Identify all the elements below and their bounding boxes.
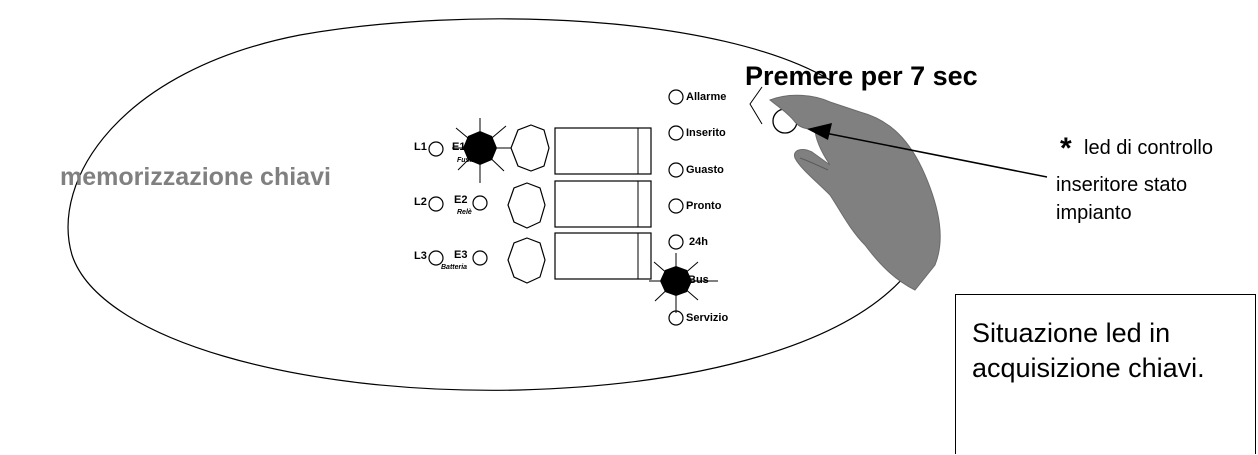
- callout-line: [819, 131, 1048, 178]
- instruction-title: Premere per 7 sec: [745, 61, 978, 91]
- status-text-box: Situazione led in acquisizione chiavi.: [955, 294, 1256, 454]
- led-24h: [668, 234, 684, 250]
- label-e3-sub: Batteria: [441, 264, 468, 271]
- led-l1: [428, 141, 444, 157]
- led-pronto: [668, 198, 684, 214]
- led-e2: [472, 195, 488, 211]
- led-l3: [428, 250, 444, 266]
- callout-line-1: led di controllo: [1084, 137, 1213, 159]
- led-bus-lit: [649, 253, 718, 313]
- panel-outline: [67, 18, 911, 391]
- label-bus: Bus: [688, 274, 709, 286]
- hand-finger-shadow: [799, 157, 829, 171]
- label-e1: E1: [452, 141, 466, 153]
- display-window-1: [554, 127, 652, 175]
- octagon-key-1: [510, 124, 550, 172]
- display-window-3: [554, 232, 652, 280]
- label-pronto: Pronto: [686, 200, 722, 212]
- led-guasto: [668, 162, 684, 178]
- label-24h: 24h: [689, 236, 708, 248]
- callout-arrowhead: [807, 123, 832, 140]
- label-l2: L2: [414, 196, 427, 208]
- label-e2-sub: Relè: [457, 209, 472, 216]
- label-e1-sub: Fusibili: [457, 157, 482, 164]
- label-guasto: Guasto: [686, 164, 724, 176]
- octagon-key-3: [507, 237, 546, 284]
- asterisk-mark: *: [1060, 132, 1072, 165]
- callout-line-3: impianto: [1056, 202, 1132, 224]
- label-e3: E3: [454, 249, 468, 261]
- label-l1: L1: [414, 141, 427, 153]
- label-inserito: Inserito: [686, 127, 726, 139]
- led-allarme: [668, 89, 684, 105]
- side-title: memorizzazione chiavi: [60, 163, 331, 191]
- led-inserito: [668, 125, 684, 141]
- callout-line-2: inseritore stato: [1056, 174, 1188, 196]
- label-servizio: Servizio: [686, 312, 729, 324]
- display-window-2: [554, 180, 652, 228]
- key-reader-outline: [749, 86, 763, 125]
- led-e1-lit: [452, 118, 512, 183]
- led-servizio: [668, 310, 684, 326]
- led-l2: [428, 196, 444, 212]
- octagon-key-2: [507, 182, 546, 229]
- label-l3: L3: [414, 250, 427, 262]
- status-box-text: Situazione led in acquisizione chiavi.: [972, 318, 1205, 383]
- label-e2: E2: [454, 194, 468, 206]
- label-allarme: Allarme: [686, 91, 727, 103]
- led-e3: [472, 250, 488, 266]
